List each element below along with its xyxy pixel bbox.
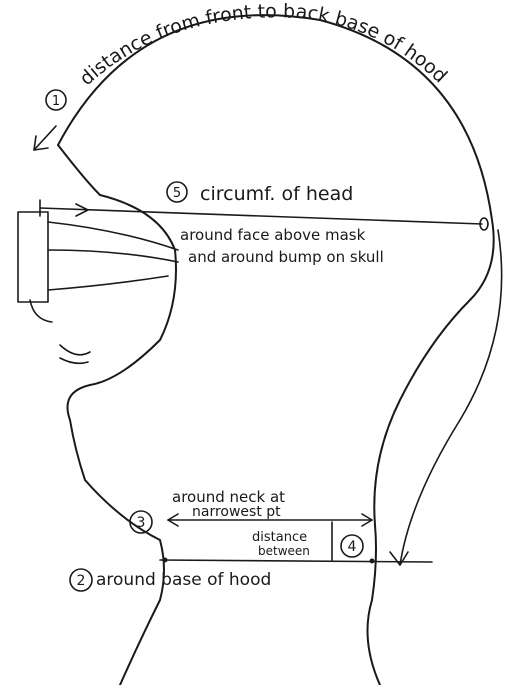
label-5-note-line2: and around bump on skull bbox=[188, 248, 384, 266]
back-guide-arrowhead bbox=[390, 552, 408, 565]
mask-rectangle bbox=[18, 212, 48, 302]
circumference-line bbox=[40, 208, 482, 224]
label-4-line1: distance bbox=[252, 530, 307, 545]
marker-5-text: 5 bbox=[173, 186, 181, 201]
mouth-line bbox=[60, 345, 90, 363]
hood-base-point-left bbox=[163, 558, 168, 563]
marker-3-text: 3 bbox=[137, 515, 146, 531]
label-4-line2: between bbox=[258, 544, 310, 558]
nose-line bbox=[30, 300, 52, 322]
hood-base-line bbox=[160, 560, 432, 562]
label-3-line2: narrowest pt bbox=[192, 504, 281, 520]
arrow-1-line bbox=[34, 126, 56, 150]
hood-base-point-right bbox=[370, 559, 375, 564]
marker-4-text: 4 bbox=[348, 539, 357, 555]
label-5-note-line1: around face above mask bbox=[180, 226, 366, 244]
mask-strap-lines bbox=[48, 222, 178, 290]
label-5-title: circumf. of head bbox=[200, 183, 353, 205]
back-guide-line bbox=[400, 230, 502, 565]
label-1-arc-text: distance from front to back base of hood bbox=[75, 0, 451, 90]
marker-1-text: 1 bbox=[52, 94, 60, 109]
marker-2-text: 2 bbox=[77, 573, 86, 589]
label-2-text: around base of hood bbox=[96, 570, 271, 590]
